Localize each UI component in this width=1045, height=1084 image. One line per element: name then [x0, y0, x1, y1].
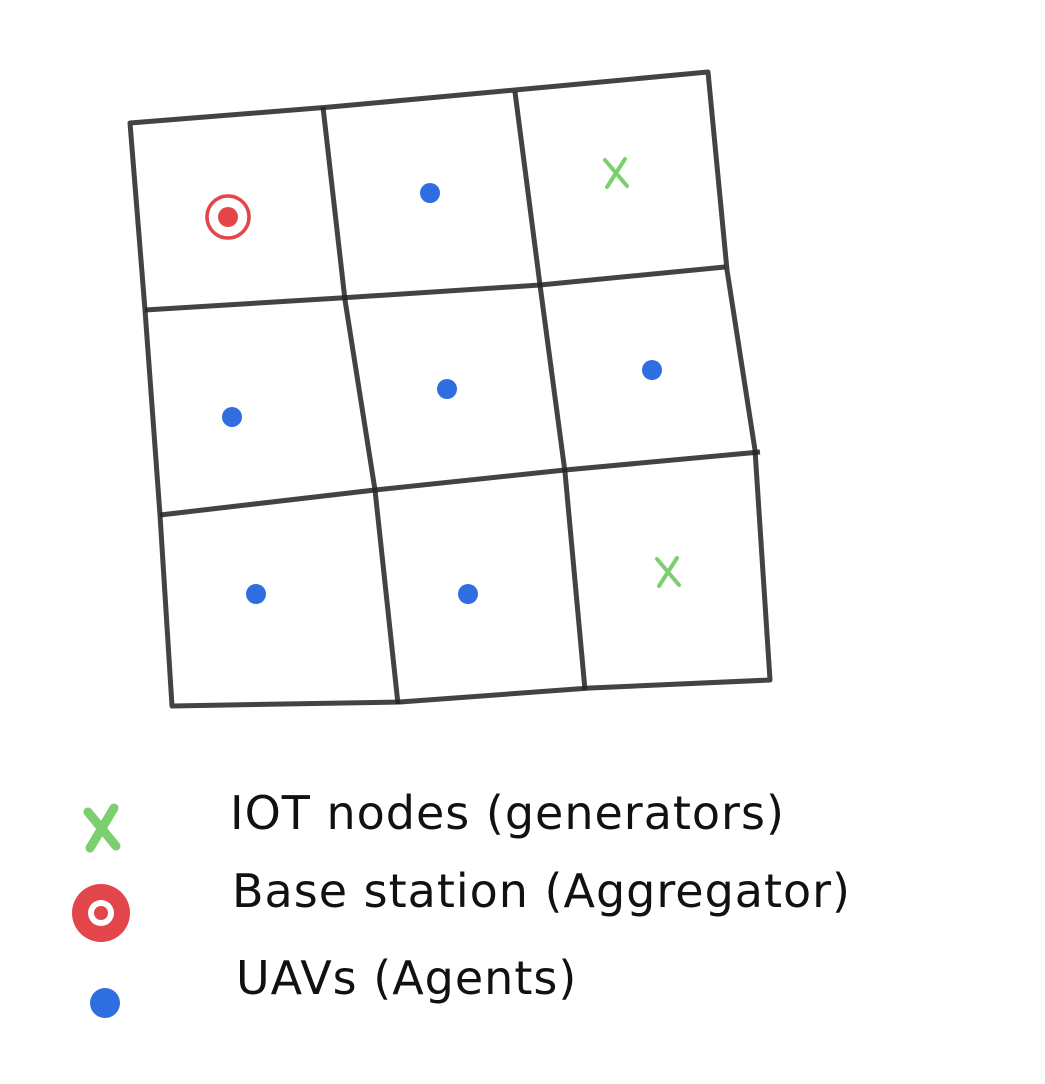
uav-marker — [458, 584, 478, 604]
uav-marker — [437, 379, 457, 399]
green-x-icon — [83, 803, 121, 853]
iot-node-marker — [655, 556, 681, 588]
iot-node-marker — [603, 157, 629, 189]
base-station-ring — [205, 194, 251, 240]
legend-label-iot-nodes: IOT nodes (generators) — [230, 786, 785, 840]
base-station-marker — [205, 194, 251, 240]
uav-marker — [642, 360, 662, 380]
grid-line-horizontal-2 — [159, 449, 761, 518]
legend-label-base-station: Base station (Aggregator) — [232, 864, 852, 918]
legend-label-uavs: UAVs (Agents) — [236, 951, 578, 1005]
uav-marker — [222, 407, 242, 427]
red-target-icon-core — [94, 906, 108, 920]
legend-icon-bs — [72, 884, 130, 942]
uav-marker — [246, 584, 266, 604]
grid-line-vertical-2 — [512, 91, 588, 691]
base-station-core — [218, 207, 238, 227]
grid-line-vertical-1 — [320, 106, 401, 705]
legend-icon-uav — [90, 988, 120, 1018]
legend-icon-iot — [83, 803, 121, 853]
grid-line-horizontal-1 — [144, 264, 726, 313]
blue-dot-icon — [90, 988, 120, 1018]
uav-marker — [420, 183, 440, 203]
